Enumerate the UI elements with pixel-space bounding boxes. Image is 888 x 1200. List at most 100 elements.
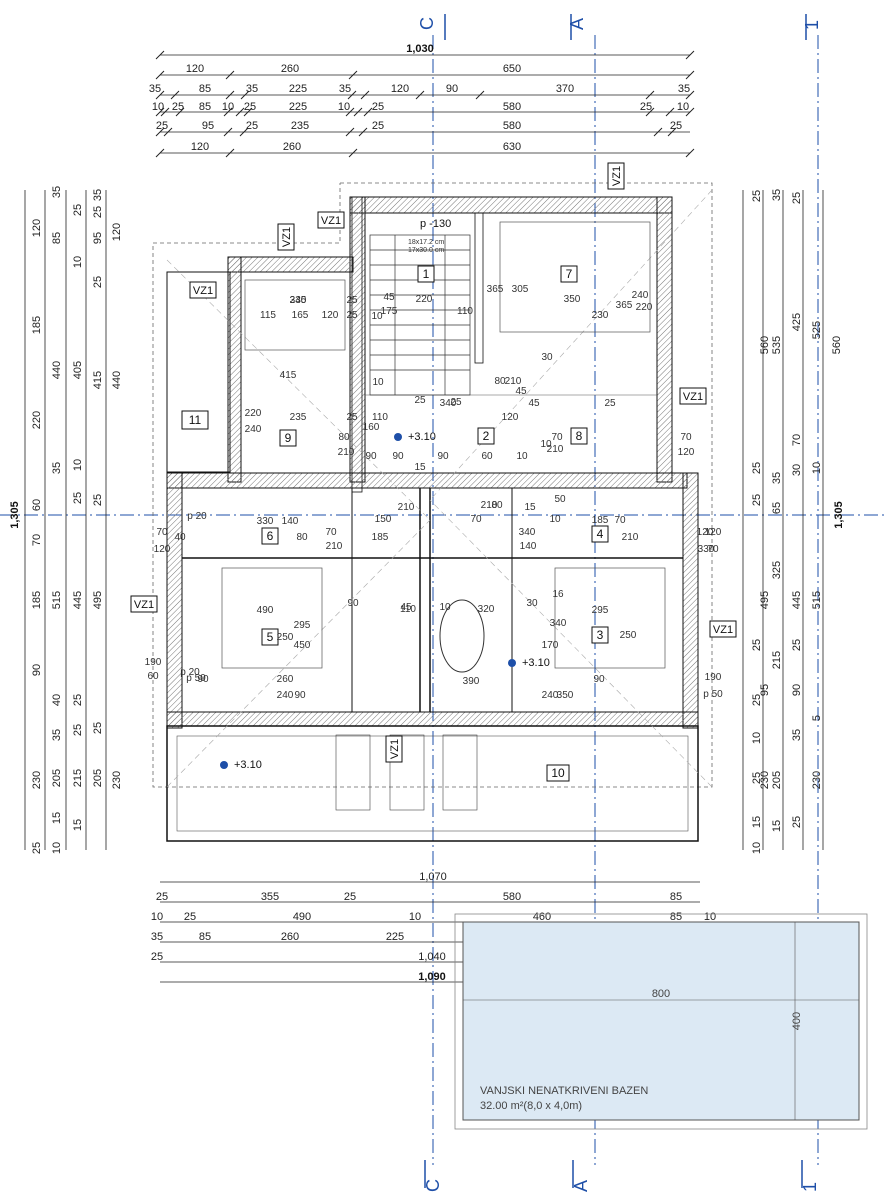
dimension-tick [685, 148, 695, 158]
roof-outline [152, 182, 713, 788]
left-dim: 35 [51, 462, 63, 474]
vz1-tag: VZ1 [193, 285, 213, 297]
stair-label: 18x17.2 cm [408, 239, 444, 246]
interior-dim: 210 [547, 444, 564, 455]
axis-label-c-top: C [417, 17, 437, 30]
interior-dim: 90 [365, 451, 377, 462]
interior-dim: 45 [515, 386, 527, 397]
dimension-tick [645, 90, 655, 100]
left-dim: 205 [92, 769, 104, 787]
interior-dim: 110 [400, 604, 416, 615]
interior-dim: 110 [372, 412, 388, 423]
room-number: 2 [483, 429, 490, 443]
bottom-dim: 85 [670, 891, 682, 903]
interior-dim: 150 [375, 514, 392, 525]
pool-outer [454, 913, 868, 1130]
left-dim: 35 [92, 189, 104, 201]
level-marker-icon [394, 433, 402, 441]
top-dim-r1: 120 [186, 63, 204, 75]
dimension-tick [155, 90, 165, 100]
interior-dim: 365 [616, 300, 633, 311]
interior-dim: p 20 [180, 667, 200, 678]
left-dim: 440 [51, 361, 63, 379]
bottom-dim: 10 [151, 911, 163, 923]
top-dim-r1: 650 [503, 63, 521, 75]
top-dim-r5: 630 [503, 141, 521, 153]
interior-dim: 40 [174, 532, 186, 543]
pool-basin [462, 921, 860, 1121]
right-dim: 215 [771, 651, 783, 669]
top-dimensions [160, 54, 690, 154]
dimension-tick [155, 50, 165, 60]
interior-dim: 190 [705, 672, 722, 683]
dimension-tick [685, 70, 695, 80]
axis-label-1-bottom: 1 [800, 1182, 820, 1192]
top-dim-r3: 10 [222, 101, 234, 113]
room-number: 11 [189, 413, 202, 427]
interior-dim: 90 [392, 451, 404, 462]
right-dimension-texts: 1,305 25 25 25 25 25 10 25 15 10 35 535 … [751, 189, 845, 854]
room-number: 3 [597, 628, 604, 642]
sun-loungers [335, 734, 478, 811]
right-dim: 65 [771, 502, 783, 514]
interior-dim: 340 [290, 295, 307, 306]
bottom-dim-total: 1,070 [419, 871, 447, 883]
dimension-tick [163, 127, 173, 137]
dimension-tick [225, 148, 235, 158]
dimension-tick [155, 70, 165, 80]
interior-dim: 350 [564, 294, 581, 305]
right-dim: 90 [791, 684, 803, 696]
bottom-dim: 25 [151, 951, 163, 963]
dimension-tick [155, 107, 165, 117]
left-dim: 95 [92, 232, 104, 244]
roof-ridges [166, 189, 713, 788]
interior-dim: 45 [528, 398, 540, 409]
interior-dim: 25 [604, 398, 616, 409]
interior-dim: 120 [697, 527, 714, 538]
dimension-tick [239, 127, 249, 137]
room-number: 6 [267, 529, 274, 543]
top-dim-r5: 260 [283, 141, 301, 153]
left-dimensions [24, 190, 107, 850]
interior-dim: 70 [156, 527, 168, 538]
interior-dim: 140 [282, 516, 299, 527]
top-dim-r3: 225 [289, 101, 307, 113]
interior-dim: 320 [478, 604, 495, 615]
top-dimension-ticks [155, 50, 695, 158]
right-dim: 515 [811, 591, 823, 609]
interior-dim: 25 [450, 397, 462, 408]
right-dim: 95 [759, 684, 771, 696]
top-dim-r4: 95 [202, 120, 214, 132]
interior-dim: 240 [632, 290, 649, 301]
stair-labels: p -130 18x17.2 cm 17x30.0 cm [408, 218, 451, 254]
dimension-tick [223, 107, 233, 117]
interior-dim: 70 [551, 432, 563, 443]
left-dim: 15 [72, 819, 84, 831]
left-dim: 10 [51, 842, 63, 854]
right-dim: 5 [811, 715, 823, 721]
right-dim: 30 [791, 464, 803, 476]
bottom-dim: 85 [670, 911, 682, 923]
bottom-dim: 260 [281, 931, 299, 943]
interior-dim: 340 [440, 398, 457, 409]
top-dim-r4: 580 [503, 120, 521, 132]
level-label: +3.10 [408, 431, 436, 443]
top-dim-r4: 25 [156, 120, 168, 132]
left-dim: 440 [111, 371, 123, 389]
interior-dim: 10 [516, 451, 528, 462]
top-dim-r2: 35 [246, 83, 258, 95]
dimension-tick [685, 90, 695, 100]
top-dim-r2: 225 [289, 83, 307, 95]
pool-title: VANJSKI NENATKRIVENI BAZEN [480, 1085, 648, 1097]
room-number: 10 [551, 766, 565, 780]
right-dim: 230 [811, 771, 823, 789]
dimension-tick [345, 127, 355, 137]
top-dim-r4: 25 [246, 120, 258, 132]
left-dim: 415 [92, 371, 104, 389]
interior-dim: 260 [277, 674, 294, 685]
interior-dim: 120 [705, 527, 722, 538]
dimension-tick [225, 70, 235, 80]
left-dim: 120 [111, 223, 123, 241]
axis-label-1-top: 1 [802, 20, 822, 30]
